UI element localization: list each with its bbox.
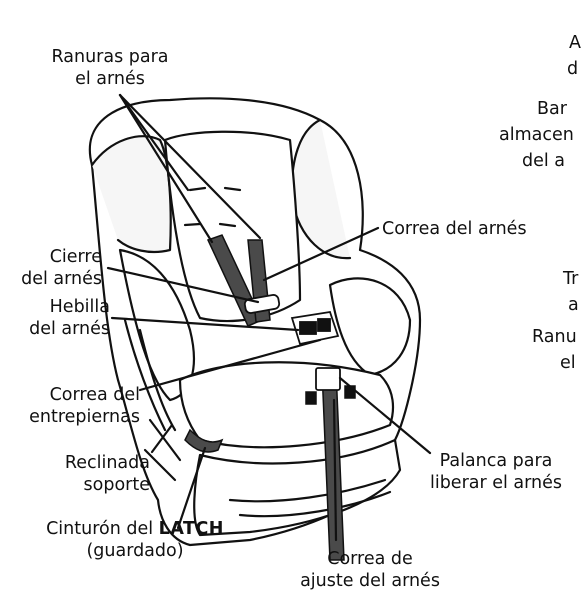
label-crotch-strap: Correa del entrepiernas: [0, 384, 140, 428]
label-latch-belt-line2: (guardado): [86, 541, 184, 561]
cutoff-label-4: almacen: [499, 125, 574, 145]
label-harness-clip: Cierre del arnés: [0, 246, 102, 290]
label-harness-buckle-line2: del arnés: [29, 319, 110, 339]
chest-clip: [243, 294, 281, 314]
leader-harness-clip: [106, 266, 260, 304]
leader-harness-slots-3: [118, 93, 190, 192]
right-arm-pad: [328, 277, 412, 377]
label-latch-belt: Cinturón del LATCH (guardado): [10, 518, 260, 562]
release-lever-box: [315, 367, 341, 391]
cutoff-label-6: Tr: [563, 269, 579, 289]
cutoff-label-7: a: [568, 295, 579, 315]
leader-recline-support: [150, 423, 174, 454]
label-latch-belt-line1: Cinturón del LATCH: [10, 518, 260, 540]
label-recline-support: Reclinada soporte: [20, 452, 150, 496]
label-harness-clip-line2: del arnés: [21, 269, 102, 289]
cutoff-label-2: d: [567, 59, 579, 79]
label-harness-slots-line2: el arnés: [75, 69, 145, 89]
label-recline-support-line2: soporte: [83, 475, 150, 495]
label-adjust-strap-line2: ajuste del arnés: [300, 571, 440, 591]
label-harness-clip-line1: Cierre: [49, 247, 102, 267]
label-crotch-strap-line2: entrepiernas: [29, 407, 140, 427]
label-latch-belt-prefix: Cinturón del: [46, 519, 159, 539]
label-crotch-strap-line1: Correa del: [49, 385, 140, 405]
leader-crotch-strap: [138, 338, 322, 392]
cutoff-label-3: Bar: [537, 99, 567, 119]
cutoff-label-9: el: [560, 353, 576, 373]
cutoff-label-1: A: [569, 33, 581, 53]
label-harness-buckle-line1: Hebilla: [49, 297, 110, 317]
label-harness-buckle: Hebilla del arnés: [0, 296, 110, 340]
leader-harness-slots-1: [118, 93, 214, 244]
leader-latch: [176, 446, 207, 530]
label-harness-slots-line1: Ranuras para: [51, 47, 169, 67]
latch-strap: [184, 428, 224, 453]
label-release-lever: Palanca para liberar el arnés: [410, 450, 581, 494]
label-harness-slots: Ranuras para el arnés: [20, 46, 200, 90]
label-release-lever-line1: Palanca para: [439, 451, 553, 471]
leader-harness-slots-2: [118, 93, 262, 240]
label-recline-support-line1: Reclinada: [64, 453, 150, 473]
label-release-lever-line2: liberar el arnés: [429, 473, 563, 493]
label-harness-strap: Correa del arnés: [382, 219, 527, 239]
leader-harness-strap: [262, 226, 380, 282]
leader-release-lever: [338, 376, 432, 455]
leader-harness-buckle: [110, 316, 300, 332]
label-adjust-strap-line1: Correa de: [327, 549, 413, 569]
cutoff-label-5: del a: [522, 151, 566, 171]
leader-adjust-strap: [332, 398, 338, 542]
seat-cushion: [178, 361, 395, 449]
label-latch-belt-bold: LATCH: [158, 519, 224, 539]
cutoff-label-8: Ranu: [532, 327, 577, 347]
label-adjust-strap: Correa de ajuste del arnés: [280, 548, 460, 592]
